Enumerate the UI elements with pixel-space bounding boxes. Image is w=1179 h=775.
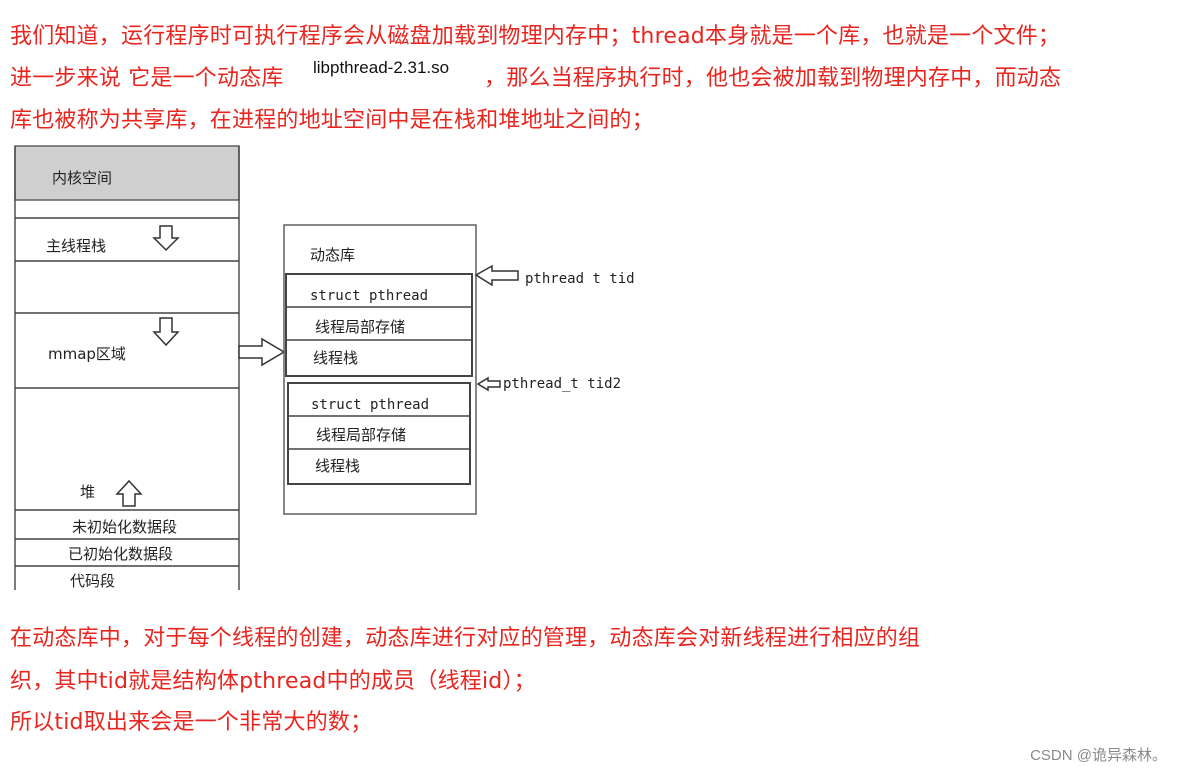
outro-line-3: 所以tid取出来会是一个非常大的数； xyxy=(10,710,373,735)
intro-line-1: 我们知道，运行程序时可执行程序会从磁盘加载到物理内存中；thread本身就是一个… xyxy=(10,24,1061,49)
intro-line-2-prefix: 进一步来说 它是一个动态库 xyxy=(10,66,284,91)
data-segment-label: 已初始化数据段 xyxy=(68,545,173,563)
mmap-grow-down-arrow-icon xyxy=(152,317,180,347)
thread-1-stack-label: 线程栈 xyxy=(313,349,358,367)
mmap-region-label: mmap区域 xyxy=(48,345,126,363)
address-space: 内核空间 主线程栈 mmap区域 堆 未初始化数据段 已初始化数据段 代码段 xyxy=(14,145,240,590)
tid-pointer-label: pthread t tid xyxy=(525,271,635,287)
intro-line-2: 进一步来说 它是一个动态库 xyxy=(10,60,284,92)
intro-line-2-suffix: ，那么当程序执行时，他也会被加载到物理内存中，而动态 xyxy=(484,66,1062,91)
memory-layout-diagram: 内核空间 主线程栈 mmap区域 堆 未初始化数据段 已初始化数据段 代码段 动… xyxy=(14,145,635,590)
dynamic-library-title: 动态库 xyxy=(310,246,355,264)
thread-2-block: struct pthread 线程局部存储 线程栈 xyxy=(287,382,471,485)
thread-1-struct-label: struct pthread xyxy=(310,288,428,304)
thread-1-block: struct pthread 线程局部存储 线程栈 xyxy=(285,273,473,377)
outro-line-1: 在动态库中，对于每个线程的创建，动态库进行对应的管理，动态库会对新线程进行相应的… xyxy=(10,626,921,651)
kernel-space-region xyxy=(14,145,240,201)
thread-2-struct-label: struct pthread xyxy=(311,397,429,413)
mmap-to-library-arrow-icon xyxy=(238,337,286,367)
main-thread-stack-label: 主线程栈 xyxy=(46,237,106,255)
outro-line-2: 织，其中tid就是结构体pthread中的成员（线程id）； xyxy=(10,669,536,694)
kernel-space-label: 内核空间 xyxy=(52,169,112,187)
heap-label: 堆 xyxy=(80,483,95,501)
thread-2-tls-label: 线程局部存储 xyxy=(316,426,406,444)
tid-pointer-arrow-icon xyxy=(474,264,519,287)
thread-2-stack-label: 线程栈 xyxy=(315,457,360,475)
text-segment-label: 代码段 xyxy=(70,572,115,590)
csdn-watermark: CSDN @诡异森林。 xyxy=(1030,747,1167,764)
heap-grow-up-arrow-icon xyxy=(115,479,143,507)
tid2-pointer-arrow-icon xyxy=(476,376,501,392)
thread-1-tls-label: 线程局部存储 xyxy=(315,318,405,336)
stack-grow-down-arrow-icon xyxy=(152,225,180,252)
tid2-pointer-label: pthread_t tid2 xyxy=(503,376,621,392)
library-filename: libpthread-2.31.so xyxy=(313,58,450,77)
dynamic-library-block: 动态库 struct pthread 线程局部存储 线程栈 struct pth… xyxy=(283,224,477,515)
bss-segment-label: 未初始化数据段 xyxy=(72,518,177,536)
intro-line-3: 库也被称为共享库，在进程的地址空间中是在栈和堆地址之间的； xyxy=(10,108,654,133)
